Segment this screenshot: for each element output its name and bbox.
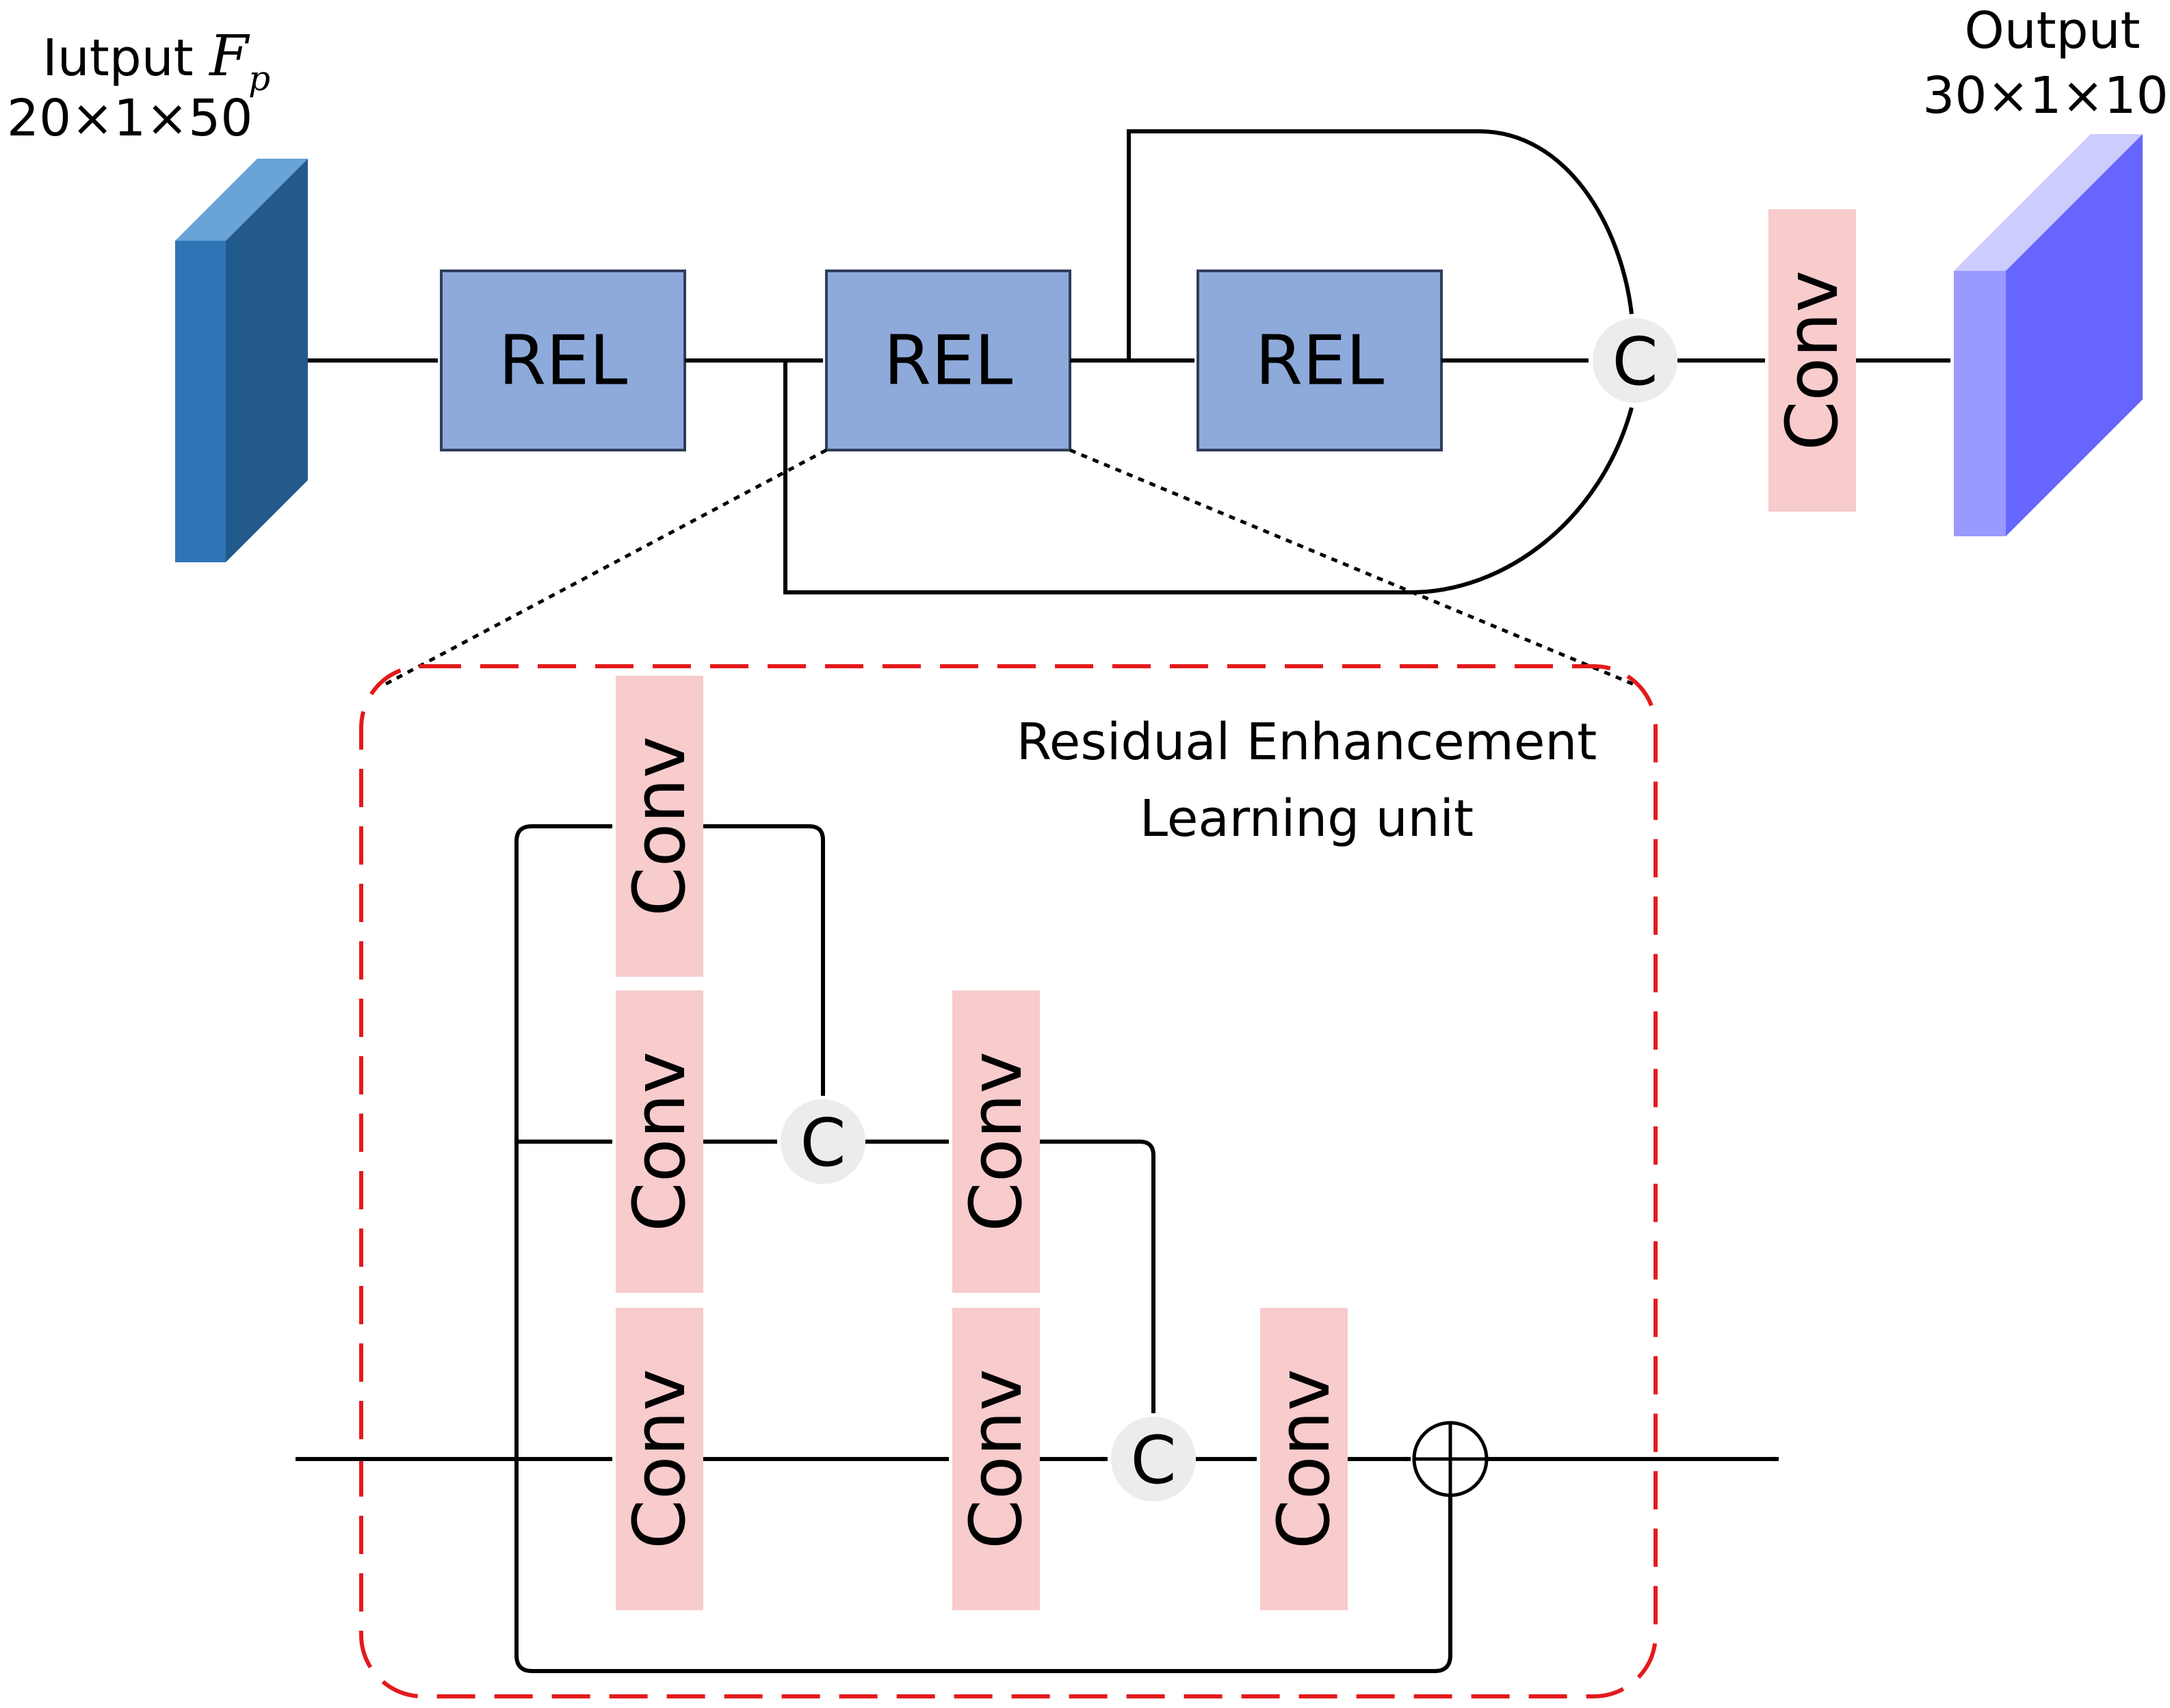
unit-conv-r3c3: Conv (1260, 1308, 1348, 1610)
main-wires (308, 129, 1951, 594)
input-tensor (175, 159, 308, 562)
svg-text:Conv: Conv (618, 1369, 701, 1549)
svg-text:C: C (800, 1105, 846, 1181)
svg-text:C: C (1130, 1422, 1176, 1499)
input-tensor-front (175, 241, 226, 562)
unit-conv-r2c1: Conv (616, 990, 703, 1293)
input-tensor-top (175, 159, 308, 241)
unit-wires (296, 824, 1779, 1673)
output-tensor-front (1954, 271, 2006, 536)
svg-text:Conv: Conv (1262, 1369, 1346, 1549)
conv-block-main: Conv (1768, 209, 1856, 512)
output-tensor (1954, 134, 2143, 536)
rel-unit-title-line2: Learning unit (1140, 789, 1474, 848)
svg-text:Conv: Conv (954, 1369, 1038, 1549)
unit-conv-r2c2: Conv (952, 990, 1040, 1293)
rel-block-3: REL (1197, 270, 1443, 451)
output-tensor-side (2006, 134, 2143, 536)
output-dims: 30×1×10 (1922, 66, 2168, 125)
input-tensor-side (226, 159, 308, 562)
unit-concat-node-2: C (1111, 1417, 1196, 1501)
add-node-icon (1412, 1421, 1489, 1497)
unit-conv-r3c1: Conv (616, 1308, 703, 1610)
unit-conv-r1c1: Conv (616, 676, 703, 977)
svg-text:C: C (1612, 324, 1658, 400)
unit-concat-node-1: C (781, 1099, 865, 1184)
rel-block-1: REL (440, 270, 686, 451)
rel-label: REL (884, 321, 1013, 401)
rel-block-2: REL (825, 270, 1071, 451)
svg-text:Conv: Conv (618, 736, 701, 917)
svg-text:Conv: Conv (954, 1051, 1038, 1232)
input-dims: 20×1×50 (7, 89, 252, 148)
svg-text:Conv: Conv (1770, 270, 1854, 451)
zoom-line-right (1069, 448, 1637, 687)
concat-node-main: C (1593, 318, 1677, 403)
rel-label: REL (499, 321, 628, 401)
rel-unit-border (359, 664, 1658, 1698)
rel-unit-title-line1: Residual Enhancement (1017, 713, 1597, 772)
input-label: Iutput Fp (42, 24, 270, 98)
rel-label: REL (1255, 321, 1385, 401)
output-label: Output (1964, 1, 2140, 60)
unit-conv-r3c2: Conv (952, 1308, 1040, 1610)
output-tensor-top (1954, 134, 2143, 271)
svg-text:Conv: Conv (618, 1051, 701, 1232)
zoom-line-left (382, 448, 828, 687)
